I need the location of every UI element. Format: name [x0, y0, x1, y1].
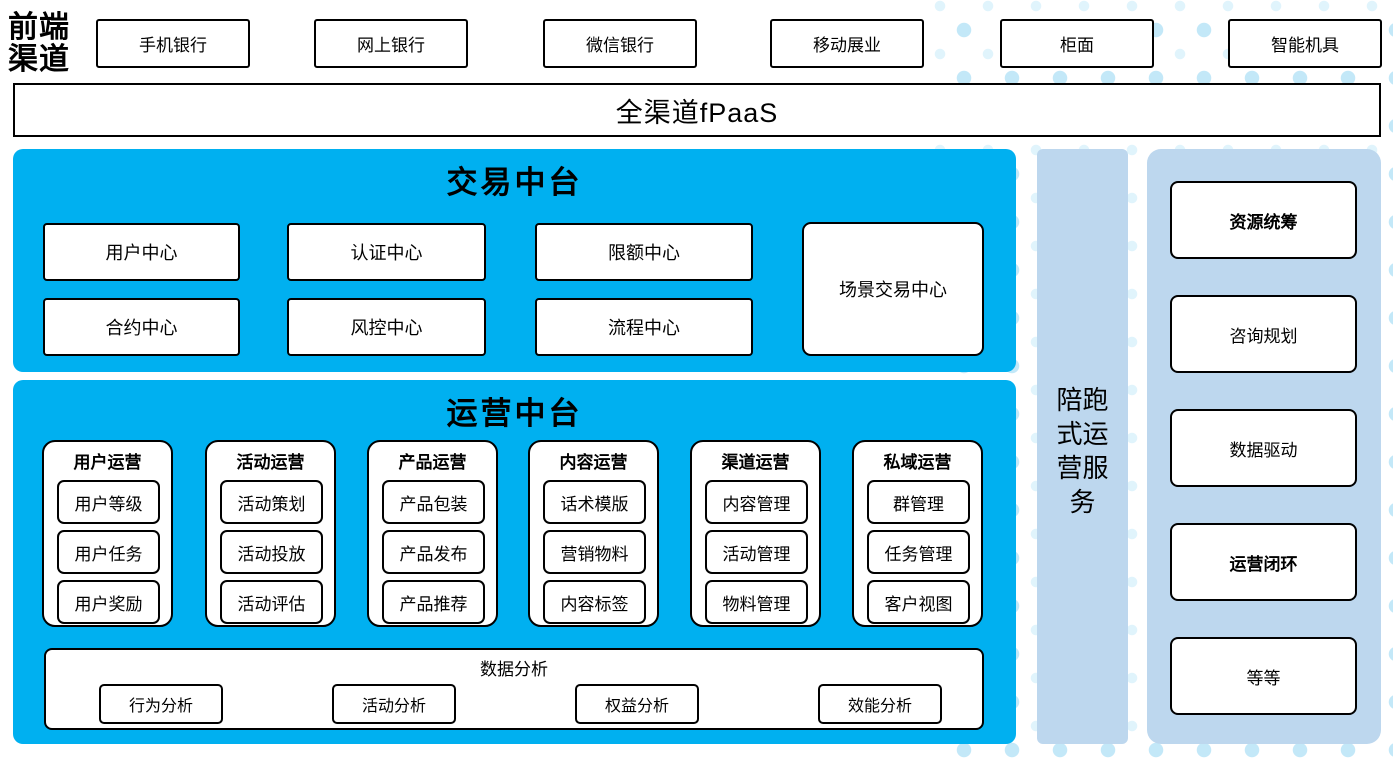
- operation-item-box: 活动管理: [705, 530, 808, 574]
- operation-column: 渠道运营内容管理活动管理物料管理: [690, 440, 821, 627]
- analysis-box: 效能分析: [818, 684, 942, 724]
- operation-platform-title: 运营中台: [446, 396, 583, 431]
- trade-platform-title: 交易中台: [446, 165, 583, 200]
- operation-column: 活动运营活动策划活动投放活动评估: [205, 440, 336, 627]
- channel-box: 手机银行: [96, 19, 250, 68]
- fpaas-label: 全渠道fPaaS: [615, 97, 779, 128]
- right-panel: 资源统筹咨询规划数据驱动运营闭环等等: [1147, 149, 1381, 744]
- operation-column-title: 活动运营: [236, 453, 305, 472]
- operation-item-box: 客户视图: [867, 580, 970, 624]
- side-service-bar: 陪跑式运营服务: [1037, 149, 1128, 744]
- right-panel-box: 数据驱动: [1170, 409, 1357, 487]
- operation-column-title: 渠道运营: [721, 453, 790, 472]
- operation-platform-block: 运营中台 用户运营用户等级用户任务用户奖励活动运营活动策划活动投放活动评估产品运…: [13, 380, 1016, 744]
- channel-box: 网上银行: [314, 19, 468, 68]
- operation-column: 私域运营群管理任务管理客户视图: [852, 440, 983, 627]
- operation-column-title: 内容运营: [559, 453, 628, 472]
- operation-item-box: 话术模版: [543, 480, 646, 524]
- right-panel-box: 资源统筹: [1170, 181, 1357, 259]
- operation-column-title: 用户运营: [73, 453, 142, 472]
- scene-trade-center-box: 场景交易中心: [802, 222, 984, 356]
- operation-item-box: 产品推荐: [382, 580, 485, 624]
- analysis-box: 活动分析: [332, 684, 456, 724]
- operation-item-box: 产品包装: [382, 480, 485, 524]
- operation-item-box: 内容管理: [705, 480, 808, 524]
- trade-center-box: 用户中心: [43, 223, 240, 281]
- operation-column: 用户运营用户等级用户任务用户奖励: [42, 440, 173, 627]
- operation-item-box: 营销物料: [543, 530, 646, 574]
- channel-box: 移动展业: [770, 19, 924, 68]
- fpaas-bar: 全渠道fPaaS: [13, 83, 1381, 137]
- operation-item-box: 活动投放: [220, 530, 323, 574]
- trade-center-box: 风控中心: [287, 298, 486, 356]
- analysis-box: 权益分析: [575, 684, 699, 724]
- trade-center-box: 认证中心: [287, 223, 486, 281]
- channel-box: 智能机具: [1228, 19, 1382, 68]
- channel-box: 微信银行: [543, 19, 697, 68]
- operation-item-box: 用户奖励: [57, 580, 160, 624]
- operation-item-box: 内容标签: [543, 580, 646, 624]
- operation-column-title: 私域运营: [883, 453, 952, 472]
- operation-item-box: 活动评估: [220, 580, 323, 624]
- operation-item-box: 活动策划: [220, 480, 323, 524]
- right-panel-box: 运营闭环: [1170, 523, 1357, 601]
- data-analysis-title: 数据分析: [480, 660, 548, 679]
- operation-column: 内容运营话术模版营销物料内容标签: [528, 440, 659, 627]
- data-analysis-panel: 数据分析 行为分析 活动分析 权益分析 效能分析: [44, 648, 984, 730]
- operation-item-box: 任务管理: [867, 530, 970, 574]
- front-channels-label: 前端渠道: [8, 11, 70, 76]
- operation-item-box: 用户任务: [57, 530, 160, 574]
- operation-column: 产品运营产品包装产品发布产品推荐: [367, 440, 498, 627]
- operation-item-box: 产品发布: [382, 530, 485, 574]
- channel-box: 柜面: [1000, 19, 1154, 68]
- right-panel-box: 咨询规划: [1170, 295, 1357, 373]
- side-service-label: 陪跑式运营服务: [1056, 385, 1109, 517]
- trade-platform-block: 交易中台 用户中心认证中心限额中心合约中心风控中心流程中心 场景交易中心: [13, 149, 1016, 372]
- trade-center-box: 流程中心: [535, 298, 753, 356]
- operation-column-title: 产品运营: [398, 453, 467, 472]
- right-panel-box: 等等: [1170, 637, 1357, 715]
- operation-item-box: 用户等级: [57, 480, 160, 524]
- trade-center-box: 合约中心: [43, 298, 240, 356]
- trade-center-box: 限额中心: [535, 223, 753, 281]
- operation-item-box: 群管理: [867, 480, 970, 524]
- analysis-box: 行为分析: [99, 684, 223, 724]
- operation-item-box: 物料管理: [705, 580, 808, 624]
